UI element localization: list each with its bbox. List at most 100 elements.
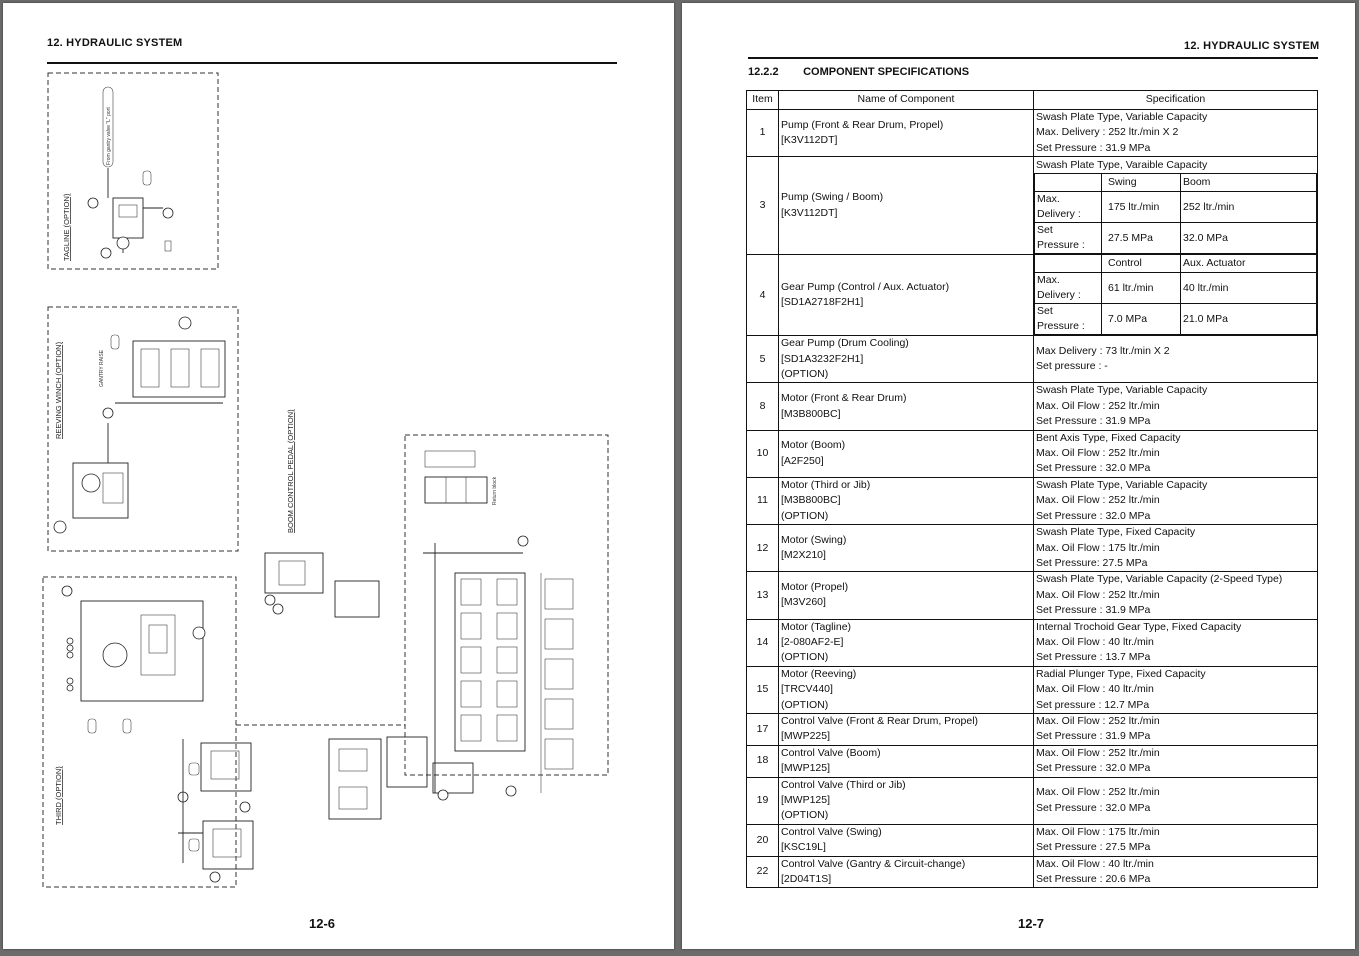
right-page: 12. HYDRAULIC SYSTEM 12.2.2 COMPONENT SP… [682, 3, 1355, 949]
sub-key: Max. [1037, 193, 1060, 206]
page-number: 12-7 [1018, 916, 1045, 931]
component-name: Control Valve (Third or Jib)[MWP125](OPT… [778, 776, 1034, 825]
gantry-port-label: From gantry valve "L" port [106, 107, 112, 165]
spec-line: Set Pressure : 32.0 MPa [1036, 801, 1151, 814]
spec-line: Set pressure : 12.7 MPa [1036, 698, 1150, 711]
sub-key: Set [1037, 224, 1053, 237]
spec-line: Internal Trochoid Gear Type, Fixed Capac… [1036, 620, 1242, 633]
header-name: Name of Component [778, 90, 1034, 110]
spec-line: Set Pressure : 32.0 MPa [1036, 509, 1151, 522]
item-number: 20 [746, 823, 779, 857]
name-line: Motor (Tagline) [781, 620, 852, 633]
name-line: [K3V112DT] [781, 134, 838, 147]
component-name: Gear Pump (Drum Cooling) [SD1A3232F2H1] (O… [778, 335, 1034, 384]
name-line: [M3B800BC] [781, 494, 841, 507]
name-line: (OPTION) [781, 651, 829, 664]
header-item: Item [746, 90, 779, 110]
name-line: [M3V260] [781, 596, 826, 609]
sub-key: Set [1037, 305, 1053, 318]
spec-line: Set Pressure : 32.0 MPa [1036, 462, 1151, 475]
reeving-label: REEVING WINCH (OPTION) [54, 341, 63, 439]
component-name: Control Valve (Swing) [KSC19L] [778, 823, 1034, 857]
item-number: 10 [746, 429, 779, 478]
name-line: Motor (Front & Rear Drum) [781, 392, 907, 405]
component-name: Motor (Front & Rear Drum) [M3B800BC] [778, 382, 1034, 431]
spec-line: Max. Oil Flow : 40 ltr./min [1036, 857, 1154, 870]
component-name: Motor (Swing)[M2X210] [778, 524, 1034, 573]
spec-line: Set Pressure : 31.9 MPa [1036, 415, 1151, 428]
item-number: 3 [746, 156, 779, 256]
component-name: Pump (Front & Rear Drum, Propel) [K3V112D… [778, 108, 1034, 158]
name-line: [MWP125] [781, 794, 831, 806]
item-number: 18 [746, 744, 779, 778]
third-label: THIRD (OPTION) [54, 766, 63, 825]
spec-line: Set Pressure : 20.6 MPa [1036, 873, 1151, 886]
name-line: Control Valve (Third or Jib) [781, 778, 906, 791]
name-line: Gear Pump (Drum Cooling) [781, 337, 909, 350]
name-line: (OPTION) [781, 509, 829, 522]
name-line: [SD1A3232F2H1] [781, 352, 864, 365]
header-spec: Specification [1033, 90, 1318, 110]
spec-line: Set Pressure : 13.7 MPa [1036, 651, 1151, 664]
name-line: Motor (Third or Jib) [781, 478, 871, 491]
spec-line: Max. Oil Flow : 175 ltr./min [1036, 825, 1160, 838]
item-number: 22 [746, 855, 779, 889]
name-line: Motor (Propel) [781, 581, 849, 594]
component-name: Motor (Tagline)[2-080AF2-E](OPTION) [778, 618, 1034, 667]
item-number: 5 [746, 335, 779, 384]
sub-col-header: Boom [1180, 173, 1317, 193]
item-number: 19 [746, 776, 779, 825]
name-line: [SD1A2718F2H1] [781, 296, 864, 309]
sub-value: 27.5 MPa [1101, 222, 1181, 255]
tagline-label: TAGLINE (OPTION) [62, 193, 71, 261]
item-number: 15 [746, 665, 779, 714]
name-line: [KSC19L] [781, 841, 826, 854]
spec-line: Radial Plunger Type, Fixed Capacity [1036, 667, 1206, 680]
sub-value: 21.0 MPa [1180, 303, 1317, 336]
name-line: [M3B800BC] [781, 407, 841, 420]
return-block-label: Return block [492, 476, 498, 505]
spec-line: Swash Plate Type, Variable Capacity (2-S… [1036, 573, 1283, 586]
name-line: Pump (Front & Rear Drum, Propel) [781, 118, 944, 131]
sub-key: Max. [1037, 274, 1060, 287]
name-line: (OPTION) [781, 368, 829, 381]
spec-line: Set Pressure : 31.9 MPa [1036, 604, 1151, 617]
component-name: Control Valve (Front & Rear Drum, Propel… [778, 712, 1034, 746]
spec-line: Set Pressure : 32.0 MPa [1036, 762, 1151, 775]
name-line: Control Valve (Swing) [781, 825, 882, 838]
item-number: 4 [746, 254, 779, 337]
table-row: 4 Gear Pump (Control / Aux. Actuator) [S… [746, 254, 1318, 337]
sub-key: Delivery : [1037, 289, 1081, 302]
sub-col-header: Aux. Actuator [1180, 255, 1317, 274]
component-name: Motor (Propel) [M3V260] [778, 571, 1034, 620]
name-line: (OPTION) [781, 698, 829, 711]
spec-line: Swash Plate Type, Fixed Capacity [1036, 526, 1196, 539]
name-line: Motor (Boom) [781, 439, 846, 452]
name-line: [A2F250] [781, 454, 824, 467]
component-name: Control Valve (Boom)[MWP125] [778, 744, 1034, 778]
table-header-row: Item Name of Component Specification [746, 90, 1318, 110]
spec-line: Set pressure : - [1036, 360, 1108, 373]
sub-value: 32.0 MPa [1180, 222, 1317, 255]
sub-value: 175 ltr./min [1101, 191, 1181, 224]
name-line: [2D04T1S] [781, 873, 832, 886]
item-number: 14 [746, 618, 779, 667]
spec-cell: Swash Plate Type, Variable Capacity (2-S… [1033, 571, 1318, 620]
spec-line: Max. Oil Flow : 252 ltr./min [1036, 714, 1160, 727]
sub-col-header: Swing [1101, 173, 1181, 193]
